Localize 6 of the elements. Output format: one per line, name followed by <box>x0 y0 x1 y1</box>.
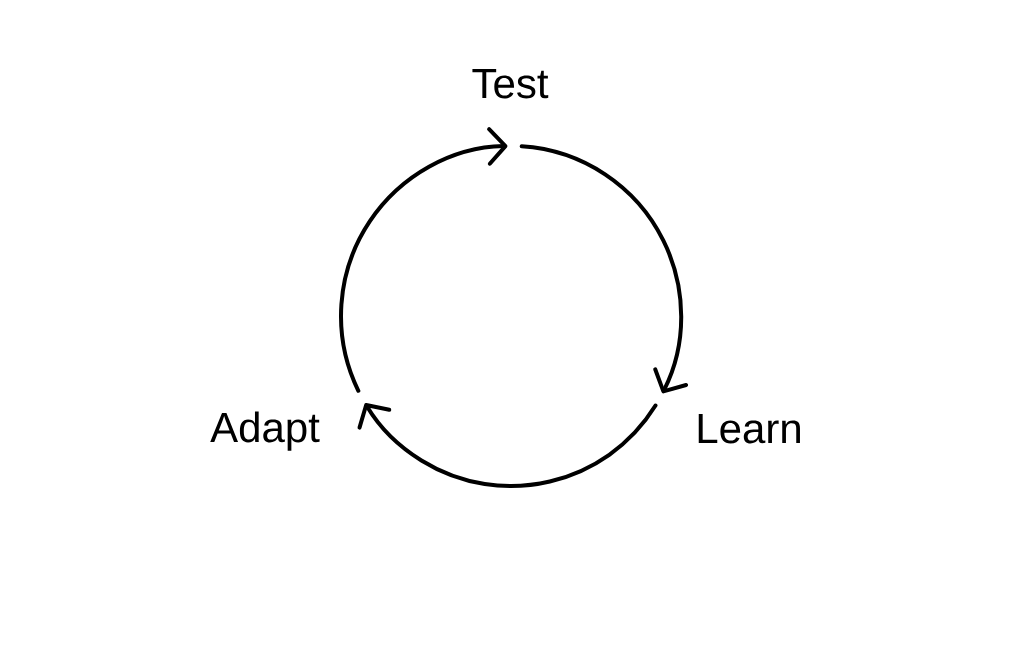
arc-arrow <box>339 127 508 393</box>
cycle-label: Learn <box>698 414 800 444</box>
arc-arrow <box>519 144 689 394</box>
cycle-label: Adapt <box>210 411 320 451</box>
arc-arrow <box>357 403 658 488</box>
cycle-label: Test <box>472 69 549 99</box>
